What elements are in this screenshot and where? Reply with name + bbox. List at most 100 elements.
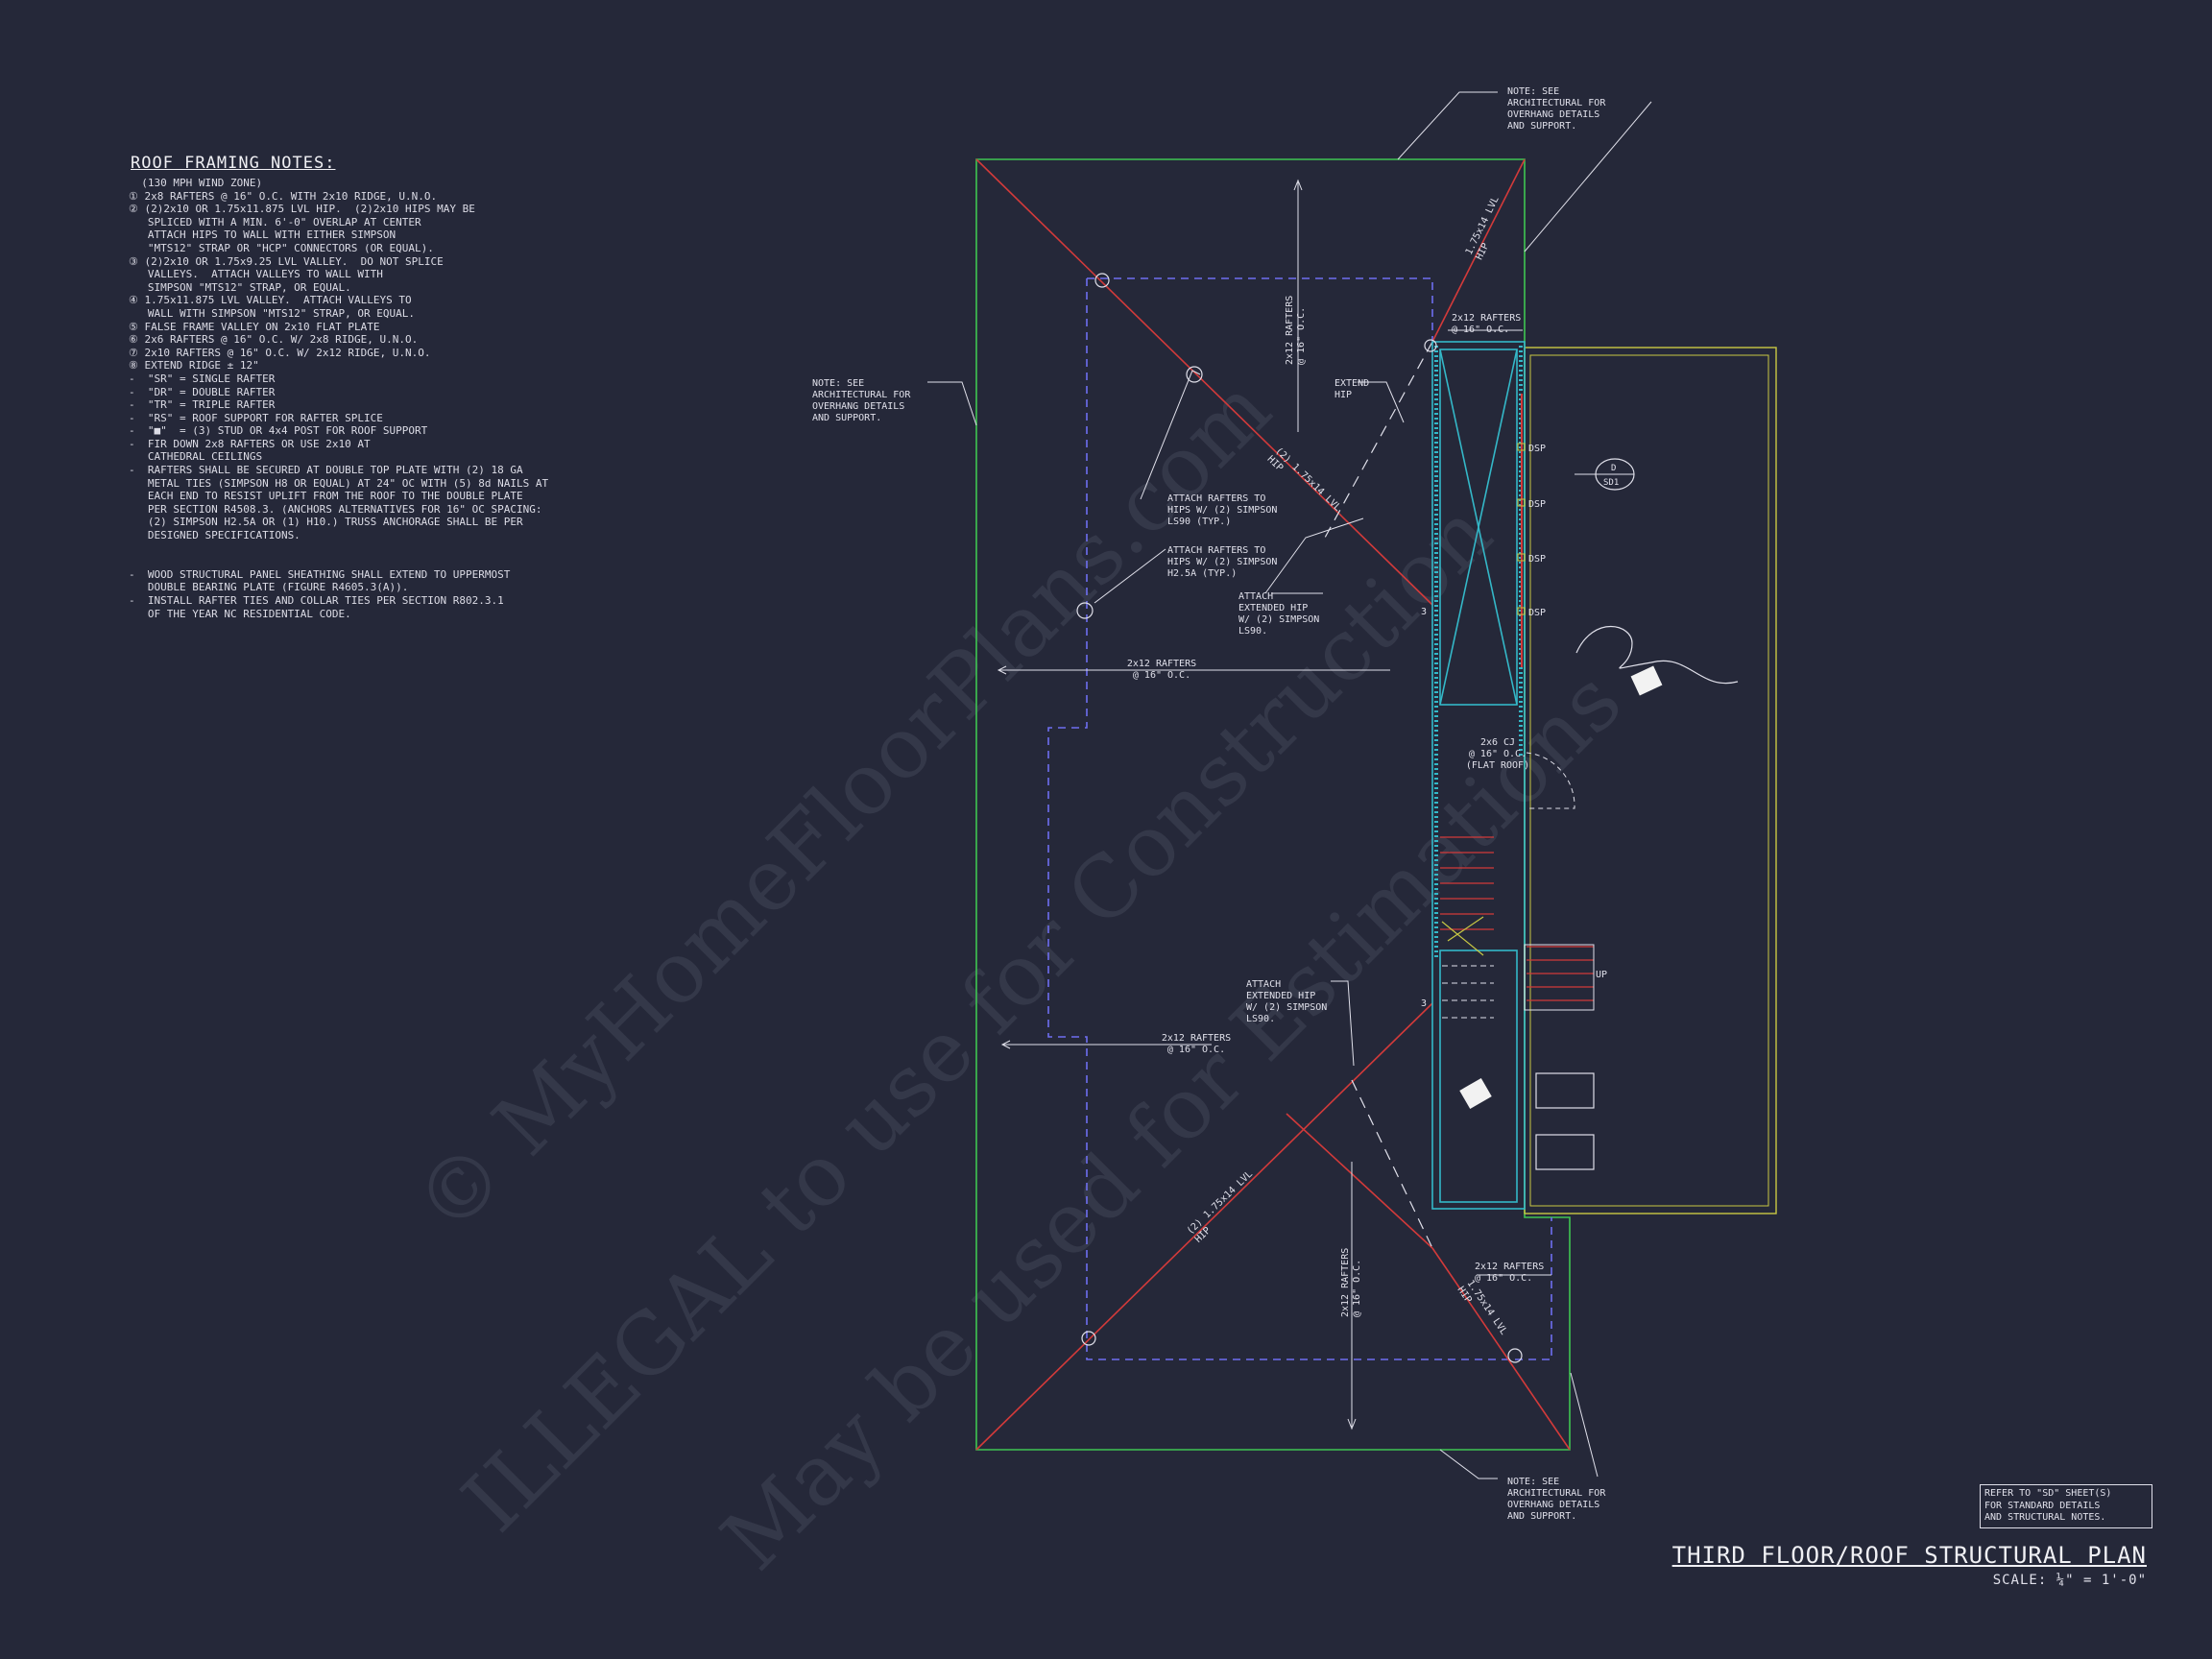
rafters-bottom-vertical-label: 2x12 RAFTERS@ 16" O.C. bbox=[1340, 1248, 1362, 1317]
note-line: ⑤ FALSE FRAME VALLEY ON 2x10 FLAT PLATE bbox=[129, 320, 380, 333]
note-line: ② (2)2x10 OR 1.75x11.875 LVL HIP. (2)2x1… bbox=[129, 203, 475, 216]
refer-line-1: REFER TO "SD" SHEET(S) bbox=[1984, 1488, 2112, 1499]
note-line: - "DR" = DOUBLE RAFTER bbox=[129, 385, 276, 398]
note-line: CATHEDRAL CEILINGS bbox=[129, 450, 263, 464]
note-line: ⑥ 2x6 RAFTERS @ 16" O.C. W/ 2x8 RIDGE, U… bbox=[129, 333, 419, 347]
rafters-top-right-label: 2x12 RAFTERS@ 16" O.C. bbox=[1452, 313, 1521, 335]
label-line: ARCHITECTURAL FOR bbox=[1507, 98, 1606, 108]
dsp-label-1: DSP bbox=[1528, 444, 1546, 454]
stair-yellow-line-2 bbox=[1441, 921, 1484, 956]
note-line: SIMPSON "MTS12" STRAP, OR EQUAL. bbox=[129, 280, 351, 294]
hip-bottom-right-lower bbox=[1286, 1113, 1433, 1249]
label-line: EXTENDED HIP bbox=[1246, 991, 1315, 1001]
num-3-top: 3 bbox=[1421, 607, 1427, 617]
label-line: @ 16" O.C. bbox=[1352, 1260, 1362, 1317]
label-line: @ 16" O.C. bbox=[1296, 307, 1307, 365]
label-line: @ 16" O.C. bbox=[1167, 1045, 1225, 1055]
note-line: - "SR" = SINGLE RAFTER bbox=[129, 372, 276, 385]
label-line: OVERHANG DETAILS bbox=[1507, 109, 1599, 120]
label-line: HIP bbox=[1334, 390, 1352, 400]
circle-markers bbox=[1076, 273, 1523, 1363]
dsp-marker-1 bbox=[1517, 443, 1526, 451]
deck-outline-inner bbox=[1529, 354, 1769, 1207]
dsp-marker-2 bbox=[1517, 498, 1526, 507]
note-line: OF THE YEAR NC RESIDENTIAL CODE. bbox=[129, 607, 351, 620]
hip-top-left bbox=[975, 158, 1433, 606]
label-line: HIPS W/ (2) SIMPSON bbox=[1167, 505, 1277, 516]
note-line: (2) SIMPSON H2.5A OR (1) H10.) TRUSS ANC… bbox=[129, 516, 523, 529]
lvl-hip-top-right-label: 1.75x14 LVLHIP bbox=[1464, 195, 1512, 262]
label-line: LS90. bbox=[1238, 626, 1267, 637]
note-line: WALL WITH SIMPSON "MTS12" STRAP, OR EQUA… bbox=[129, 306, 416, 320]
note-line: DOUBLE BEARING PLATE (FIGURE R4605.3(A))… bbox=[129, 581, 409, 594]
label-line: 2x6 CJ bbox=[1480, 737, 1515, 748]
note-line: PER SECTION R4508.3. (ANCHORS ALTERNATIV… bbox=[129, 502, 542, 516]
rafters-top-vertical-label: 2x12 RAFTERS@ 16" O.C. bbox=[1285, 296, 1307, 365]
label-line: 2x12 RAFTERS bbox=[1452, 313, 1521, 324]
dsp-marker-4 bbox=[1517, 607, 1526, 615]
extended-hip-dashes bbox=[1324, 341, 1433, 1249]
label-line: OVERHANG DETAILS bbox=[1507, 1500, 1599, 1510]
label-line: W/ (2) SIMPSON bbox=[1238, 614, 1319, 625]
label-line: LS90. bbox=[1246, 1014, 1275, 1024]
note-line: - INSTALL RAFTER TIES AND COLLAR TIES PE… bbox=[129, 594, 504, 607]
roof-framing-notes: ROOF FRAMING NOTES: (130 MPH WIND ZONE)①… bbox=[129, 154, 628, 620]
note-line: ⑧ EXTEND RIDGE ± 12" bbox=[129, 359, 259, 373]
ceiling-joist-label: 2x6 CJ@ 16" O.C.(FLAT ROOF) bbox=[1466, 737, 1529, 771]
label-line: AND SUPPORT. bbox=[812, 413, 881, 423]
note-line: ④ 1.75x11.875 LVL VALLEY. ATTACH VALLEYS… bbox=[129, 294, 412, 307]
refer-line-3: AND STRUCTURAL NOTES. bbox=[1984, 1512, 2106, 1523]
label-line: 2x12 RAFTERS bbox=[1340, 1248, 1351, 1317]
squiggle bbox=[1575, 626, 1739, 685]
sheet-scale: SCALE: ¼" = 1'-0" bbox=[1992, 1573, 2147, 1588]
up-label: UP bbox=[1596, 970, 1607, 980]
hip-lines bbox=[975, 158, 1571, 1451]
note-line: (130 MPH WIND ZONE) bbox=[129, 177, 263, 189]
stair-dashed-treads bbox=[1442, 965, 1494, 1019]
leader-lines bbox=[927, 91, 1652, 1479]
label-line: ATTACH bbox=[1246, 979, 1281, 990]
label-line: 2x12 RAFTERS bbox=[1475, 1262, 1544, 1272]
label-line: H2.5A (TYP.) bbox=[1167, 568, 1237, 579]
label-line: 2x12 RAFTERS bbox=[1162, 1033, 1231, 1044]
label-line: ATTACH RAFTERS TO bbox=[1167, 493, 1265, 504]
label-line: ATTACH bbox=[1238, 591, 1273, 602]
label-line: 2x12 RAFTERS bbox=[1127, 659, 1196, 669]
skylight-1 bbox=[1535, 1072, 1595, 1109]
door-swing bbox=[1526, 752, 1575, 809]
label-line: OVERHANG DETAILS bbox=[812, 401, 904, 412]
refer-note-box: REFER TO "SD" SHEET(S) FOR STANDARD DETA… bbox=[1980, 1484, 2152, 1528]
section-letter: D bbox=[1611, 464, 1616, 473]
note-line: - "RS" = ROOF SUPPORT FOR RAFTER SPLICE bbox=[129, 411, 383, 424]
rafters-bottom-right-label: 2x12 RAFTERS@ 16" O.C. bbox=[1475, 1262, 1544, 1284]
vent-box-2 bbox=[1459, 1077, 1492, 1110]
label-line: 2x12 RAFTERS bbox=[1285, 296, 1295, 365]
stair-yellow-line-1 bbox=[1447, 916, 1484, 942]
label-line: HIPS W/ (2) SIMPSON bbox=[1167, 557, 1277, 567]
hip-bottom-right bbox=[1431, 1247, 1571, 1451]
label-line: W/ (2) SIMPSON bbox=[1246, 1002, 1327, 1013]
label-line: ARCHITECTURAL FOR bbox=[1507, 1488, 1606, 1499]
sheet-title: THIRD FLOOR/ROOF STRUCTURAL PLAN bbox=[1671, 1542, 2147, 1569]
label-line: AND SUPPORT. bbox=[1507, 121, 1576, 132]
notes-title: ROOF FRAMING NOTES: bbox=[131, 154, 336, 173]
note-line: - "■" = (3) STUD OR 4x4 POST FOR ROOF SU… bbox=[129, 424, 428, 438]
note-line: - RAFTERS SHALL BE SECURED AT DOUBLE TOP… bbox=[129, 464, 523, 477]
dsp-labels: DSP DSP DSP DSP bbox=[1517, 443, 1546, 618]
note-line: ⑦ 2x10 RAFTERS @ 16" O.C. W/ 2x12 RIDGE,… bbox=[129, 346, 431, 359]
watermark: © MyHomeFloorPlans.com ILLEGAL to use fo… bbox=[396, 359, 1640, 1589]
note-line: METAL TIES (SIMPSON H8 OR EQUAL) AT 24" … bbox=[129, 476, 549, 490]
dsp-label-2: DSP bbox=[1528, 499, 1546, 510]
label-line: @ 16" O.C. bbox=[1452, 325, 1509, 335]
label-line: AND SUPPORT. bbox=[1507, 1511, 1576, 1522]
note-line: DESIGNED SPECIFICATIONS. bbox=[129, 529, 301, 542]
label-line: (2) 1.75x14 LVL bbox=[1273, 445, 1343, 514]
label-line: LS90 (TYP.) bbox=[1167, 517, 1231, 527]
